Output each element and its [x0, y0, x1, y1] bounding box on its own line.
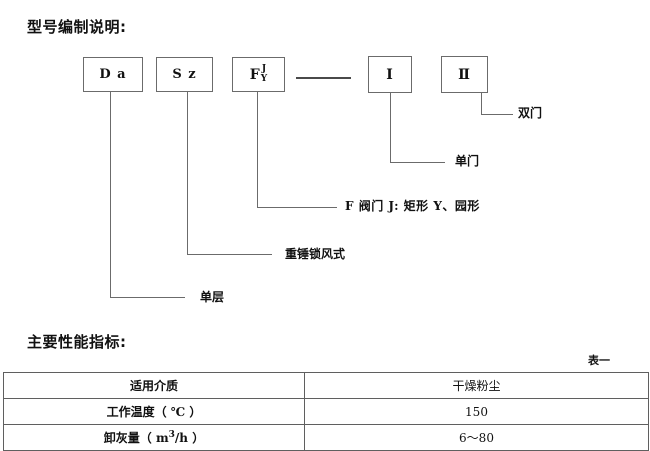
code-box-fjy: F J Y [232, 57, 285, 92]
table-cell-label: 适用介质 [3, 372, 305, 399]
leader-label-danceng: 单层 [200, 290, 225, 304]
table-cell-value: 150 [304, 398, 649, 425]
leader-hline-danmen [390, 162, 445, 163]
table-row: 卸灰量（ m3/h ） 6～80 [3, 424, 649, 451]
leader-vline-shuangmen [481, 93, 482, 115]
table-cell-label-post: /h ） [174, 431, 205, 445]
table-cell-label-superscript: 3 [168, 430, 175, 440]
leader-hline-danceng [110, 297, 185, 298]
leader-vline-danmen [390, 93, 391, 163]
leader-hline-valve-spec [257, 207, 337, 208]
code-box-fjy-sup: J [261, 64, 267, 75]
leader-label-valve-spec: F 阀门 J: 矩形 Y、园形 [345, 199, 480, 213]
code-box-roman-one-label: Ⅰ [386, 66, 394, 83]
leader-vline-valve-spec [257, 92, 258, 208]
table-cell-label-pre: 卸灰量（ m [103, 431, 169, 445]
table-row: 工作温度（ ℃ ） 150 [3, 398, 649, 425]
leader-vline-zhongchui [187, 92, 188, 255]
code-box-sz-label: S z [172, 67, 197, 82]
code-box-roman-one: Ⅰ [368, 56, 412, 93]
leader-hline-shuangmen [481, 114, 513, 115]
performance-spec-table: 适用介质 干燥粉尘 工作温度（ ℃ ） 150 卸灰量（ m3/h ） 6～80 [3, 372, 649, 451]
page-title-model-designation: 型号编制说明: [27, 18, 127, 36]
table-row: 适用介质 干燥粉尘 [3, 372, 649, 399]
code-box-roman-two: Ⅱ [441, 56, 488, 93]
code-box-fjy-group: F J Y [249, 64, 268, 84]
table-cell-value: 干燥粉尘 [304, 372, 649, 399]
leader-vline-danceng [110, 92, 111, 298]
code-box-da-label: D a [99, 67, 127, 82]
leader-hline-zhongchui [187, 254, 272, 255]
table-caption: 表一 [588, 354, 610, 367]
code-box-sz: S z [156, 57, 213, 92]
table-cell-label: 工作温度（ ℃ ） [3, 398, 305, 425]
code-box-roman-two-label: Ⅱ [458, 66, 471, 83]
code-box-fjy-main: F [249, 66, 260, 83]
code-box-fjy-sub: Y [260, 73, 268, 84]
page-title-performance: 主要性能指标: [27, 333, 127, 351]
code-box-da: D a [83, 57, 143, 92]
leader-label-danmen: 单门 [455, 154, 480, 168]
leader-label-zhongchui: 重锤锁风式 [285, 247, 346, 261]
leader-label-shuangmen: 双门 [518, 106, 543, 120]
code-box-fjy-stack: J Y [260, 64, 268, 84]
table-cell-value: 6～80 [304, 424, 649, 451]
table-cell-label: 卸灰量（ m3/h ） [3, 424, 305, 451]
connector-line-dash [296, 77, 351, 79]
